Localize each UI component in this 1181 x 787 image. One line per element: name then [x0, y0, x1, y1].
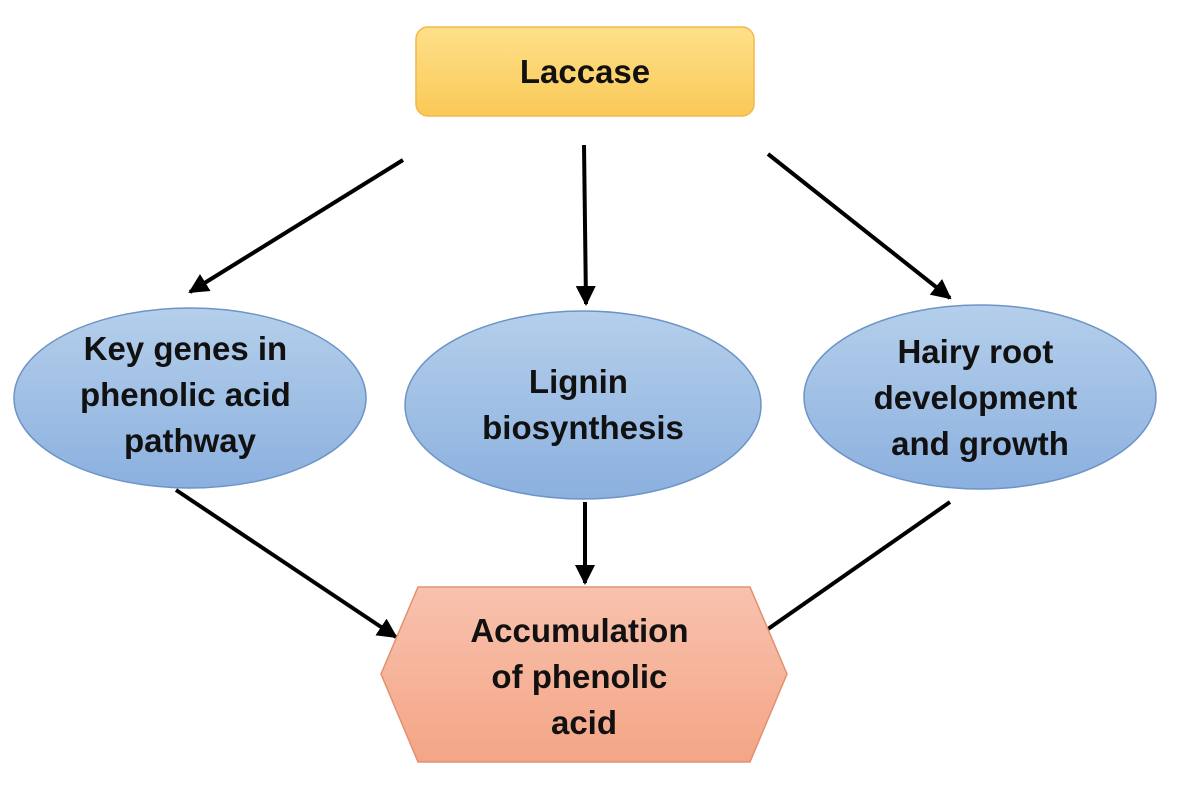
arrow-laccase-to-key-genes: [188, 158, 405, 294]
laccase-box: [415, 26, 755, 117]
node-accumulation: Accumulation of phenolic acid: [380, 586, 788, 763]
hairy-root-label: Hairy root development and growth: [874, 333, 1087, 462]
node-lignin: Lignin biosynthesis: [404, 310, 762, 500]
arrow-hairy-root-to-accumulation: [743, 500, 952, 647]
arrow-laccase-to-hairy-root: [766, 152, 952, 300]
arrow-key-genes-to-accumulation: [174, 488, 398, 639]
node-key-genes: Key genes in phenolic acid pathway: [13, 307, 367, 489]
lignin-ellipse: [404, 310, 762, 500]
laccase-label: Laccase: [520, 53, 650, 90]
node-laccase: Laccase: [415, 26, 755, 117]
accumulation-hexagon: [380, 586, 788, 763]
key-genes-label: Key genes in phenolic acid pathway: [80, 330, 300, 459]
key-genes-ellipse: [13, 307, 367, 489]
accumulation-label: Accumulation of phenolic acid: [470, 612, 697, 741]
arrows-layer: [174, 144, 952, 647]
node-hairy-root: Hairy root development and growth: [803, 304, 1157, 490]
arrow-laccase-to-lignin: [575, 144, 596, 306]
lignin-label: Lignin biosynthesis: [482, 363, 684, 446]
hairy-root-ellipse: [803, 304, 1157, 490]
